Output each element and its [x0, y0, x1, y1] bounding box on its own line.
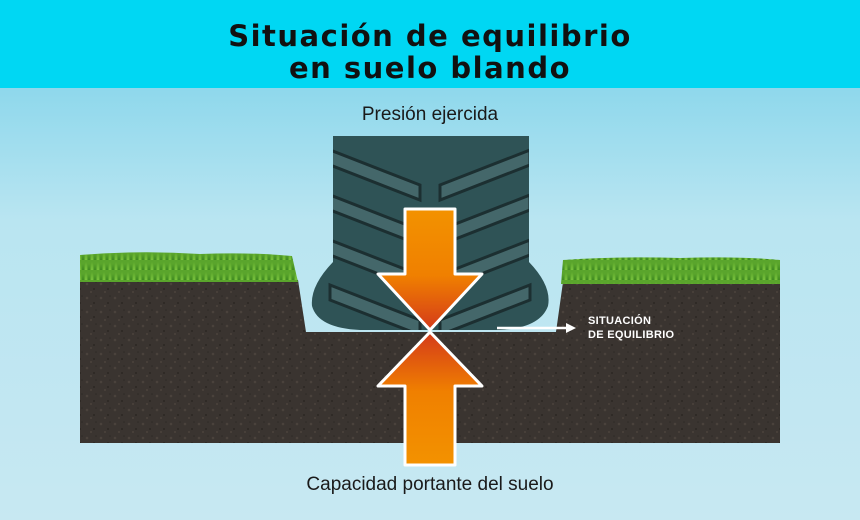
- title-line-2: en suelo blando: [288, 51, 572, 85]
- title-banner: [0, 0, 860, 88]
- grass-right: [561, 257, 780, 284]
- grass-left: [80, 252, 298, 282]
- title-line-1: Situación de equilibrio: [228, 19, 632, 53]
- equilibrium-pointer-arrowhead-icon: [566, 323, 576, 333]
- pressure-arrow-icon: [376, 207, 484, 332]
- capacity-arrow-icon: [376, 330, 484, 467]
- equilibrium-label-line-2: DE EQUILIBRIO: [588, 329, 675, 341]
- capacity-label: Capacidad portante del suelo: [306, 474, 554, 495]
- equilibrium-label: SITUACIÓN DE EQUILIBRIO: [588, 314, 674, 342]
- equilibrium-label-line-1: SITUACIÓN: [588, 315, 652, 327]
- diagram-title: Situación de equilibrio en suelo blando: [0, 20, 860, 84]
- pressure-label: Presión ejercida: [361, 104, 499, 125]
